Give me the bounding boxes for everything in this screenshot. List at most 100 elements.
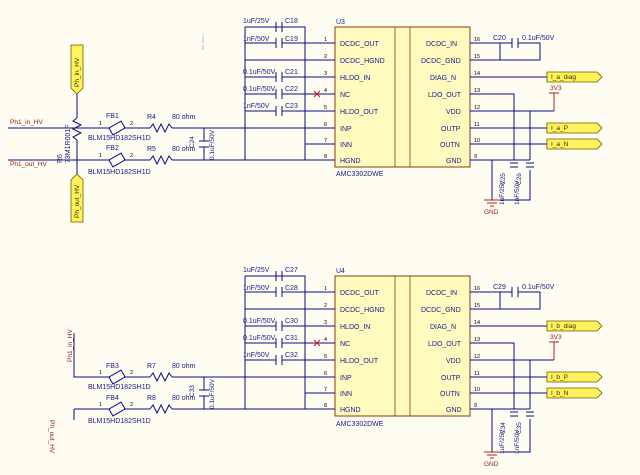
- svg-text:1uF/25V: 1uF/25V: [499, 180, 506, 205]
- svg-text:BLM15HD182SH1D: BLM15HD182SH1D: [88, 418, 151, 425]
- svg-text:BLM15HD182SH1D: BLM15HD182SH1D: [88, 384, 151, 391]
- svg-text:INP: INP: [340, 375, 352, 382]
- svg-text:0.1uF/50V: 0.1uF/50V: [209, 129, 216, 160]
- svg-text:Ph_in_HV: Ph_in_HV: [74, 57, 81, 87]
- net-i-b-diag: I_b_diag: [551, 323, 576, 330]
- svg-text:DIAG_N: DIAG_N: [430, 324, 456, 331]
- svg-text:R7: R7: [147, 363, 156, 370]
- svg-text:1uF/25V: 1uF/25V: [243, 267, 270, 274]
- port-i-b-diag[interactable]: [546, 320, 603, 332]
- svg-text:DCDC_GND: DCDC_GND: [421, 307, 461, 314]
- u3-pin13-name: LDO_OUT: [428, 92, 462, 99]
- port-i-a-p[interactable]: [546, 122, 603, 134]
- u3-pin2-name: DCDC_HGND: [340, 58, 385, 65]
- flag-ph-out-hv[interactable]: [70, 173, 84, 223]
- svg-text:FB2: FB2: [106, 145, 119, 152]
- svg-text:OUTP: OUTP: [441, 375, 461, 382]
- svg-text:C22: C22: [285, 86, 298, 93]
- svg-text:BLM15HD182SH1D: BLM15HD182SH1D: [88, 169, 151, 176]
- svg-text:LDO_OUT: LDO_OUT: [428, 341, 462, 348]
- svg-text:3: 3: [324, 320, 327, 326]
- svg-text:2: 2: [130, 370, 133, 376]
- svg-text:DCDC_OUT: DCDC_OUT: [340, 290, 380, 297]
- svg-text:7: 7: [324, 138, 327, 144]
- net-ph1-in-hv: Ph1_in_HV: [10, 119, 44, 126]
- net-i-a-p: I_a_P: [551, 125, 568, 132]
- u3-section: U3 AMC3302DWE DCDC_OUT DCDC_HGND HLDO_IN…: [8, 18, 603, 223]
- svg-text:8: 8: [324, 403, 327, 409]
- u4-chip-body[interactable]: [334, 275, 471, 417]
- svg-text:1: 1: [324, 37, 327, 43]
- svg-text:GND: GND: [446, 407, 462, 414]
- net-i-b-p: I_b_P: [551, 374, 568, 381]
- port-i-a-n[interactable]: [546, 138, 603, 150]
- svg-text:FB1: FB1: [106, 113, 119, 120]
- svg-text:R4: R4: [147, 114, 156, 121]
- u3-pin16-name: DCDC_IN: [426, 41, 457, 48]
- svg-text:1: 1: [99, 370, 102, 376]
- svg-text:Ph_out_HV: Ph_out_HV: [74, 184, 81, 218]
- svg-text:C32: C32: [285, 352, 298, 359]
- svg-text:80 ohm: 80 ohm: [172, 114, 196, 121]
- svg-text:11: 11: [474, 371, 480, 377]
- svg-text:1nF/50V: 1nF/50V: [243, 352, 270, 359]
- svg-text:0.1uF/50V: 0.1uF/50V: [522, 284, 555, 291]
- flag-ph-in-hv[interactable]: [70, 44, 84, 95]
- port-i-b-n[interactable]: [546, 387, 603, 399]
- gnd-label-bottom: GND: [484, 461, 499, 468]
- port-i-b-p[interactable]: [546, 371, 603, 383]
- port-i-a-diag[interactable]: [546, 71, 603, 83]
- svg-text:1: 1: [99, 153, 102, 159]
- svg-text:INN: INN: [340, 391, 352, 398]
- u3-pin4-name: NC: [340, 92, 350, 99]
- svg-text:0.1uF/50V: 0.1uF/50V: [243, 86, 276, 93]
- net-i-a-diag: I_a_diag: [551, 74, 576, 81]
- svg-text:1uF/25V: 1uF/25V: [499, 429, 506, 454]
- svg-text:1: 1: [99, 402, 102, 408]
- svg-text:16: 16: [474, 286, 480, 292]
- svg-text:12: 12: [474, 105, 480, 111]
- svg-text:C27: C27: [285, 267, 298, 274]
- svg-text:9: 9: [474, 154, 477, 160]
- svg-text:10: 10: [474, 387, 480, 393]
- u3-pin14-name: DIAG_N: [430, 75, 456, 82]
- net-ph-out-hv-b: Ph_out_HV: [48, 420, 55, 454]
- u3-pin3-name: HLDO_IN: [340, 75, 370, 82]
- svg-text:4: 4: [324, 337, 327, 343]
- svg-text:C35: C35: [516, 422, 523, 434]
- svg-text:0.1uF/50V: 0.1uF/50V: [209, 378, 216, 409]
- svg-text:C34: C34: [500, 422, 507, 434]
- nc-marker-icon: [313, 339, 321, 347]
- svg-text:10: 10: [474, 138, 480, 144]
- svg-text:ISO_MOD_x: ISO_MOD_x: [201, 32, 205, 50]
- svg-text:6: 6: [324, 371, 327, 377]
- svg-text:2: 2: [324, 303, 327, 309]
- r8-icon: [149, 403, 173, 415]
- svg-text:R8: R8: [147, 395, 156, 402]
- u3-pin1-name: DCDC_OUT: [340, 41, 380, 48]
- fb4-icon: [108, 401, 126, 417]
- svg-text:C20: C20: [493, 35, 506, 42]
- svg-text:1nF/50V: 1nF/50V: [243, 103, 270, 110]
- u4-ref: U4: [336, 268, 345, 275]
- svg-text:6: 6: [324, 122, 327, 128]
- svg-text:C31: C31: [285, 335, 298, 342]
- net-i-a-n: I_a_N: [551, 141, 569, 148]
- u3-chip-body[interactable]: [334, 26, 471, 168]
- svg-text:14: 14: [474, 71, 480, 77]
- svg-text:FB4: FB4: [106, 395, 119, 402]
- u3-pin8-name: HGND: [340, 158, 361, 165]
- svg-text:11: 11: [474, 122, 480, 128]
- svg-text:OUTN: OUTN: [440, 391, 460, 398]
- svg-text:8: 8: [324, 154, 327, 160]
- u3-pin9-name: GND: [446, 158, 462, 165]
- svg-text:C21: C21: [285, 69, 298, 76]
- svg-text:R6: R6: [57, 154, 64, 163]
- svg-text:14: 14: [474, 320, 480, 326]
- svg-text:0.1uF/50V: 0.1uF/50V: [243, 69, 276, 76]
- fb1-icon: [108, 120, 126, 136]
- svg-text:HLDO_IN: HLDO_IN: [340, 324, 370, 331]
- svg-text:73M1R001F: 73M1R001F: [65, 124, 72, 163]
- svg-text:15: 15: [474, 54, 480, 60]
